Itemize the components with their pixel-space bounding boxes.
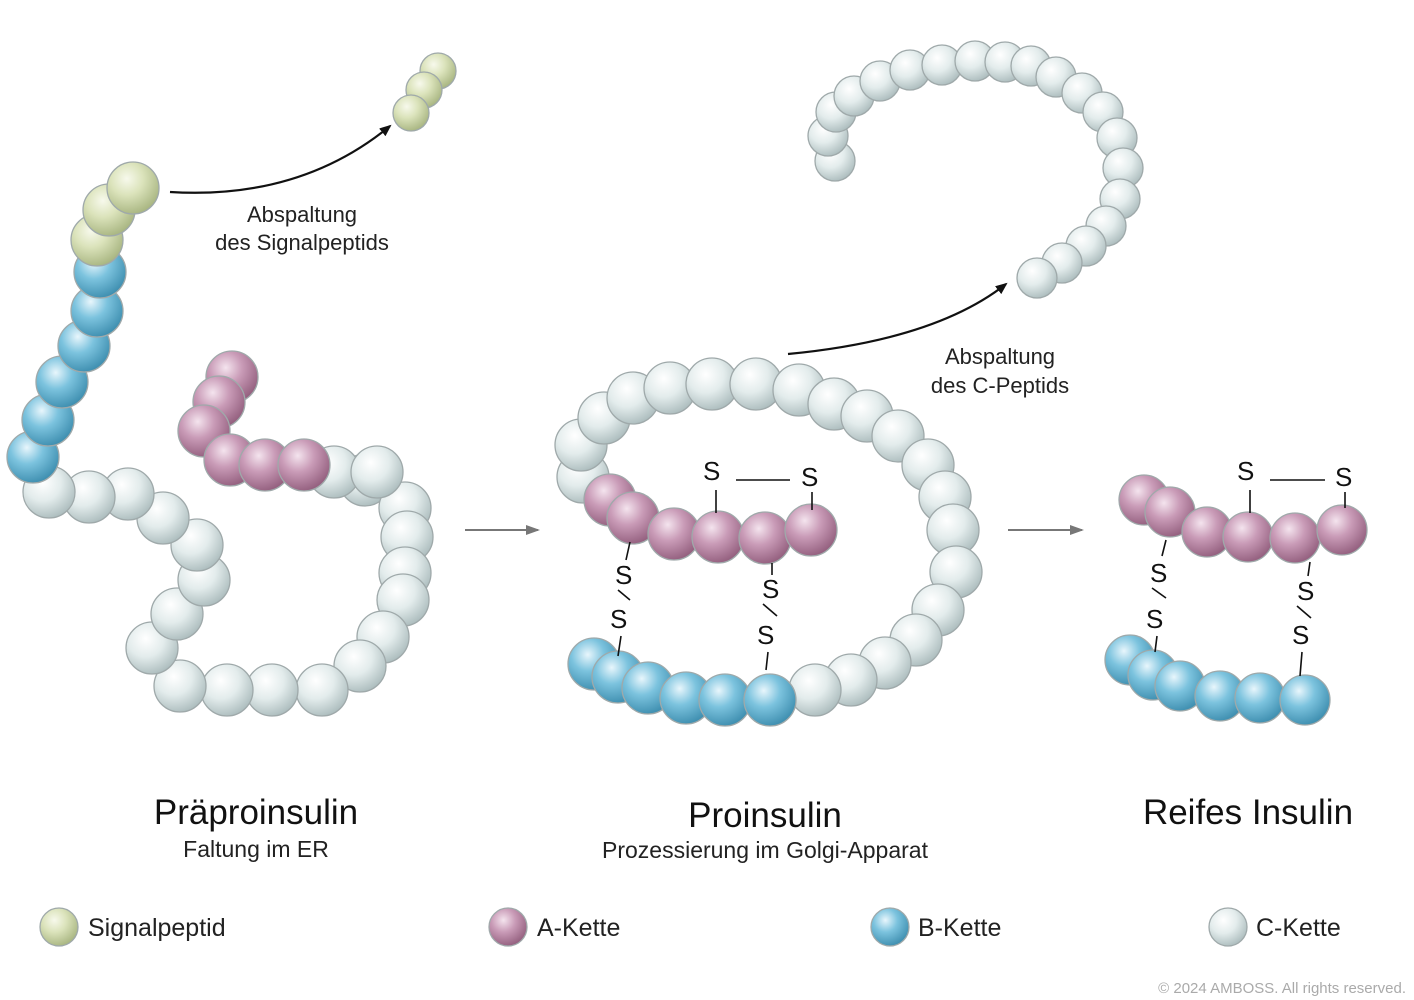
- signalpeptid-bead: [106, 161, 160, 215]
- stage-subtitle-praeproinsulin: Faltung im ER: [183, 836, 329, 862]
- sulfur-label: S: [703, 456, 720, 486]
- legend-label-b-kette: B-Kette: [918, 914, 1001, 942]
- c-kette-bead: [153, 659, 207, 713]
- copyright-notice: © 2024 AMBOSS. All rights reserved.: [1158, 980, 1406, 997]
- signal-cleavage-label-1: Abspaltung: [247, 202, 357, 227]
- c-kette-bead: [788, 663, 842, 717]
- cpeptide-cleavage-label-2: des C-Peptids: [931, 373, 1069, 398]
- a-kette-bead: [277, 438, 331, 492]
- c-kette-bead: [1016, 257, 1058, 299]
- legend-swatch-b-kette: [870, 907, 910, 947]
- c-kette-bead: [245, 663, 299, 717]
- stage-subtitle-proinsulin: Prozessierung im Golgi-Apparat: [602, 837, 929, 863]
- c-kette-bead: [333, 639, 387, 693]
- praeproinsulin-chain: [6, 161, 434, 717]
- cleaved-c-peptide: [807, 40, 1144, 299]
- signal-cleavage-arrow: [169, 124, 392, 194]
- sulfur-label: S: [1335, 462, 1352, 492]
- b-kette-bead: [1234, 672, 1286, 724]
- c-kette-bead: [295, 663, 349, 717]
- a-kette-bead: [1222, 511, 1274, 563]
- cpeptide-cleavage-label-1: Abspaltung: [945, 344, 1055, 369]
- sulfur-label: S: [1237, 456, 1254, 486]
- insulin-disulfide-bonds: S S S S S S: [1146, 456, 1352, 677]
- legend-label-c-kette: C-Kette: [1256, 914, 1341, 942]
- stage-title-praeproinsulin: Präproinsulin: [154, 793, 358, 832]
- b-kette-bead: [698, 673, 752, 727]
- legend-swatch-signalpeptid: [39, 907, 79, 947]
- a-kette-bead: [1316, 504, 1368, 556]
- sulfur-label: S: [1292, 620, 1309, 650]
- sulfur-label: S: [762, 574, 779, 604]
- sulfur-label: S: [1297, 576, 1314, 606]
- c-kette-bead: [350, 445, 404, 499]
- a-kette-bead: [738, 511, 792, 565]
- a-kette-bead: [1269, 512, 1321, 564]
- sulfur-label: S: [610, 604, 627, 634]
- a-kette-bead: [784, 503, 838, 557]
- sulfur-label: S: [1150, 558, 1167, 588]
- legend-swatch-a-kette: [488, 907, 528, 947]
- stage-title-proinsulin: Proinsulin: [688, 796, 842, 835]
- legend-label-signalpeptid: Signalpeptid: [88, 914, 226, 942]
- sulfur-label: S: [757, 620, 774, 650]
- b-kette-bead: [1279, 674, 1331, 726]
- c-kette-bead: [200, 663, 254, 717]
- signalpeptid-bead: [392, 94, 430, 132]
- stage-title-reifes-insulin: Reifes Insulin: [1143, 793, 1353, 832]
- sulfur-label: S: [615, 560, 632, 590]
- proinsulin-chain: [554, 357, 983, 727]
- legend-label-a-kette: A-Kette: [537, 914, 620, 942]
- sulfur-label: S: [801, 462, 818, 492]
- proinsulin-disulfide-bonds: S S S S S S: [610, 456, 818, 671]
- sulfur-label: S: [1146, 604, 1163, 634]
- cpeptide-cleavage-arrow: [787, 282, 1008, 356]
- signal-cleavage-label-2: des Signalpeptids: [215, 230, 389, 255]
- legend: Signalpeptid A-Kette B-Kette C-Kette: [39, 907, 1341, 947]
- mature-insulin: [1104, 474, 1368, 726]
- a-kette-bead: [691, 510, 745, 564]
- cleaved-signalpeptide: [392, 52, 457, 132]
- legend-swatch-c-kette: [1208, 907, 1248, 947]
- b-kette-bead: [743, 673, 797, 727]
